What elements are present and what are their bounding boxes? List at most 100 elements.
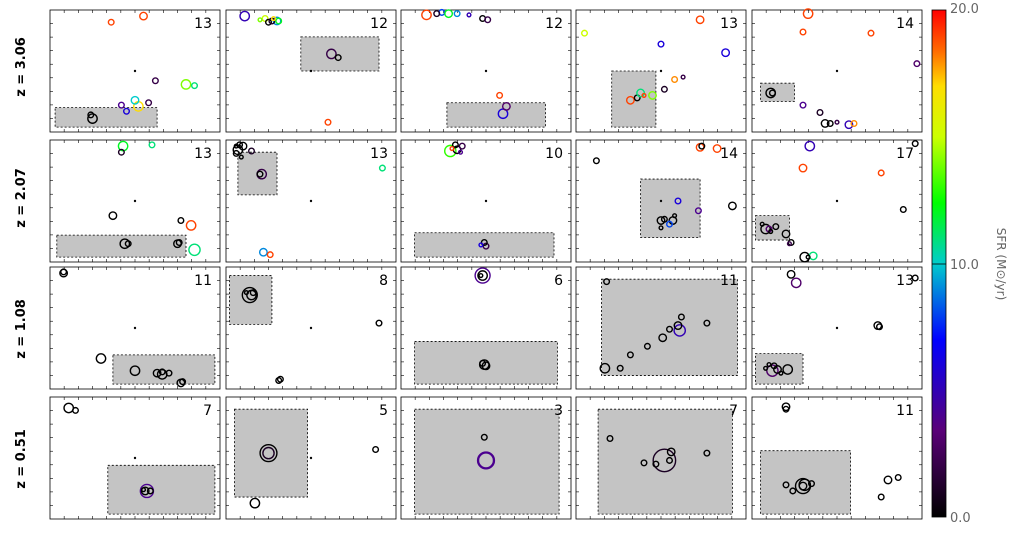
panel-count: 7 (729, 403, 738, 419)
panel: 11 (575, 266, 747, 390)
galaxy-circle (175, 238, 183, 246)
galaxy-circle (913, 60, 921, 68)
galaxy-circle (652, 448, 677, 473)
galaxy-circle (146, 487, 154, 495)
galaxy-circle (241, 286, 258, 304)
galaxy-circle (867, 29, 875, 37)
selection-box (755, 353, 804, 385)
galaxy-circle (671, 76, 679, 84)
galaxy-circle (698, 142, 706, 150)
panel-count: 12 (545, 16, 563, 32)
galaxy-circle (107, 18, 115, 26)
galaxy-circle (148, 141, 156, 149)
galaxy-circle (606, 434, 614, 442)
galaxy-circle (781, 402, 791, 412)
galaxy-circle (694, 207, 702, 215)
galaxy-circle (672, 213, 678, 219)
galaxy-circle (799, 101, 807, 109)
galaxy-circle (375, 319, 383, 327)
colorbar-tick-top: 20.0 (950, 2, 979, 17)
galaxy-circle (496, 91, 504, 99)
galaxy-circle (309, 69, 313, 73)
galaxy-circle (766, 364, 779, 378)
selection-box (640, 178, 701, 238)
galaxy-circle (482, 242, 490, 250)
galaxy-circle (805, 254, 811, 260)
galaxy-circle (152, 368, 162, 378)
galaxy-circle (122, 107, 131, 115)
galaxy-circle (911, 140, 919, 148)
galaxy-circle (778, 370, 784, 376)
galaxy-circle (421, 9, 432, 21)
panel: 7 (49, 396, 221, 520)
galaxy-circle (476, 451, 496, 470)
galaxy-circle (626, 351, 634, 359)
galaxy-circle (261, 15, 269, 23)
galaxy-circle (271, 15, 277, 22)
galaxy-circle (807, 480, 816, 488)
galaxy-circle (782, 364, 794, 375)
galaxy-circle (264, 18, 273, 26)
galaxy-circle (768, 228, 774, 235)
panel: 12 (400, 8, 572, 133)
galaxy-circle (786, 269, 796, 279)
galaxy-circle (324, 118, 332, 126)
galaxy-circle (158, 368, 166, 376)
panel-count: 5 (379, 403, 388, 419)
selection-box (601, 278, 738, 376)
galaxy-circle (652, 460, 660, 468)
panel-count: 10 (545, 146, 563, 162)
selection-box (56, 234, 187, 258)
galaxy-circle (275, 17, 283, 25)
panel-count: 11 (720, 273, 738, 289)
selection-box (414, 408, 560, 515)
row-label-z108: z = 1.08 (14, 299, 29, 359)
galaxy-circle (790, 277, 802, 289)
galaxy-circle (835, 326, 839, 330)
panel-count: 6 (554, 273, 563, 289)
panel-frame (575, 9, 747, 133)
panel: 13 (49, 9, 221, 133)
galaxy-circle (165, 369, 173, 377)
galaxy-circle (190, 82, 199, 90)
galaxy-circle (789, 487, 797, 495)
colorbar-gradient (931, 9, 947, 518)
galaxy-circle (133, 326, 137, 330)
galaxy-circle (259, 444, 278, 463)
galaxy-circle (659, 69, 663, 73)
galaxy-circle (883, 475, 893, 485)
panel-count: 17 (896, 146, 914, 162)
panel: 14 (575, 139, 747, 263)
galaxy-circle (798, 163, 808, 173)
galaxy-circle (658, 225, 664, 231)
panel: 5 (225, 396, 397, 520)
galaxy-circle (770, 362, 778, 370)
galaxy-circle (877, 169, 885, 177)
panel: 7 (575, 396, 747, 520)
panel: 13 (225, 139, 397, 263)
panel-count: 13 (194, 146, 212, 162)
galaxy-circle (781, 229, 791, 239)
galaxy-circle (727, 201, 737, 211)
galaxy-circle (766, 362, 772, 368)
galaxy-circle (233, 143, 239, 149)
galaxy-circle (640, 459, 648, 467)
galaxy-circle (262, 446, 275, 460)
panel-count: 13 (720, 16, 738, 32)
panel: 8 (225, 266, 397, 390)
panel-count: 11 (896, 403, 914, 419)
galaxy-circle (458, 142, 466, 150)
galaxy-circle (449, 145, 455, 152)
galaxy-circle (660, 215, 668, 223)
panel-count: 12 (370, 16, 388, 32)
galaxy-circle (782, 481, 790, 489)
galaxy-circle (816, 108, 824, 116)
panel: 13 (575, 9, 747, 133)
galaxy-circle (763, 365, 769, 371)
colorbar-tick-mid-label: 10.0 (950, 258, 979, 273)
selection-box (760, 450, 851, 515)
galaxy-circle (478, 272, 484, 279)
panel: 11 (49, 266, 221, 390)
galaxy-circle (309, 326, 313, 330)
colorbar-label: SFR (M⊙/yr) (994, 228, 1008, 301)
